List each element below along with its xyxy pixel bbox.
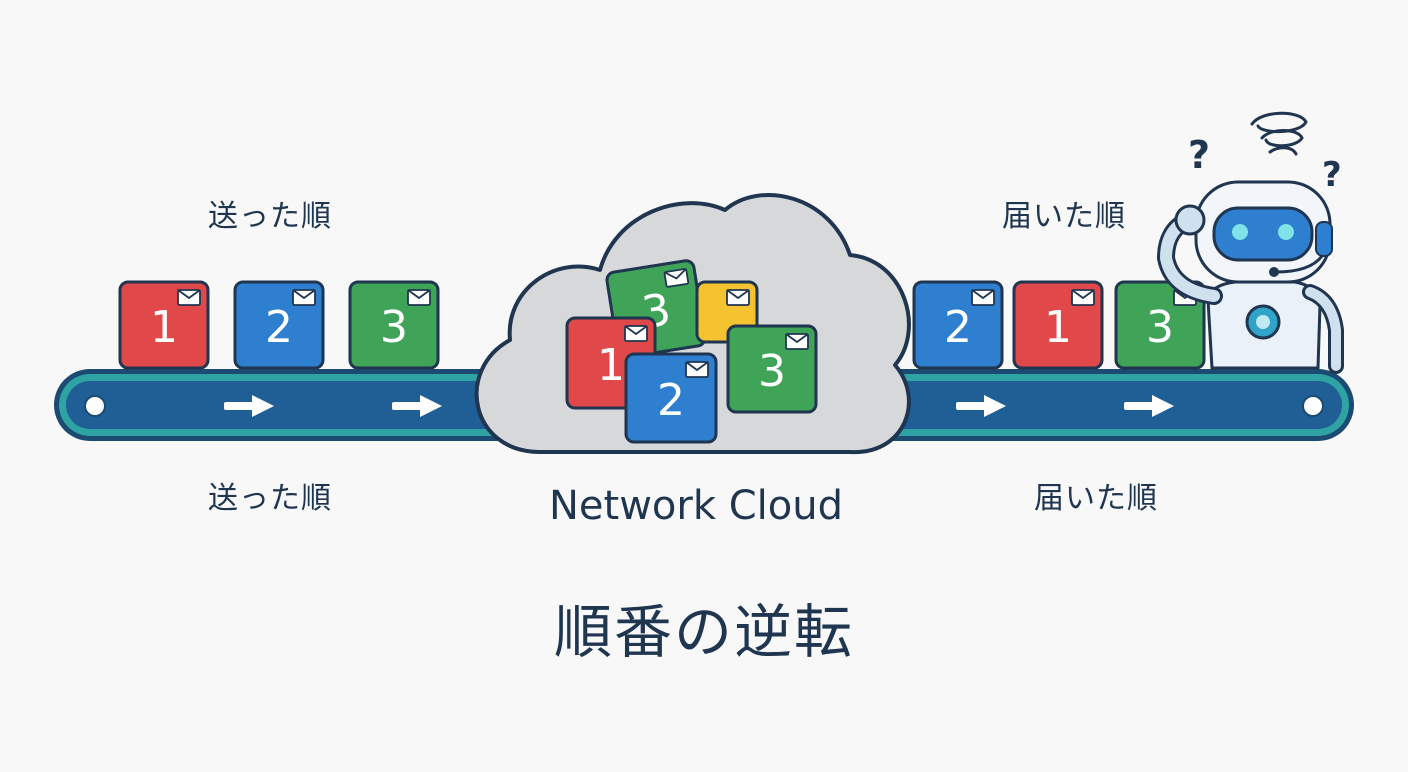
- sent-order-label-bottom: 送った順: [208, 481, 332, 516]
- packet-number: 1: [150, 302, 178, 353]
- belt-roller-right: [1302, 395, 1324, 417]
- envelope-icon: [407, 289, 431, 306]
- dizzy-swirl-icon: [1250, 111, 1308, 156]
- packet-number: 2: [265, 302, 293, 353]
- question-mark-left: ?: [1188, 133, 1210, 177]
- packet-box: 2: [624, 352, 718, 444]
- question-mark-right: ?: [1322, 155, 1342, 195]
- received-order-label-bottom: 届いた順: [1034, 481, 1158, 516]
- robot-eye-right: [1278, 224, 1294, 240]
- packet-box: 3: [348, 280, 440, 370]
- envelope-icon: [1071, 289, 1095, 306]
- main-title: 順番の逆転: [553, 598, 854, 666]
- envelope-icon: [177, 289, 201, 306]
- arrow-right-icon: [1124, 395, 1174, 417]
- arrow-right-icon: [224, 395, 274, 417]
- packet-number: 3: [380, 302, 408, 353]
- packet-number: 1: [1044, 302, 1072, 353]
- sent-packets: 1 2 3: [118, 280, 440, 370]
- packet-box: 1: [118, 280, 210, 370]
- packet-box: 3: [1114, 280, 1206, 370]
- envelope-icon: [785, 333, 809, 350]
- envelope-icon: [624, 325, 648, 342]
- packet-number: 3: [758, 346, 786, 397]
- network-cloud-caption: Network Cloud: [549, 483, 843, 529]
- robot-eye-left: [1232, 224, 1248, 240]
- envelope-icon: [726, 289, 750, 306]
- robot-hand: [1174, 204, 1206, 236]
- packet-box: 1: [1012, 280, 1104, 370]
- packet-number: 3: [1146, 302, 1174, 353]
- packet-box: 3: [726, 324, 818, 414]
- robot-visor: [1212, 206, 1314, 262]
- sent-order-label-top: 送った順: [208, 199, 332, 234]
- envelope-icon: [685, 361, 709, 378]
- arrow-right-icon: [956, 395, 1006, 417]
- arrow-right-icon: [392, 395, 442, 417]
- packet-box: 2: [233, 280, 325, 370]
- packet-box: 2: [912, 280, 1004, 370]
- belt-arrows: [224, 395, 1174, 417]
- received-order-label-top: 届いた順: [1002, 199, 1126, 234]
- confused-robot: ? ?: [1156, 111, 1344, 374]
- headset-icon: [1315, 221, 1333, 257]
- packet-number: 2: [657, 375, 685, 426]
- envelope-icon: [292, 289, 316, 306]
- envelope-icon: [971, 289, 995, 306]
- packet-number: 1: [597, 340, 625, 391]
- received-packets: 2 1 3: [912, 280, 1206, 370]
- belt-roller-left: [84, 395, 106, 417]
- packet-number: 2: [944, 302, 972, 353]
- envelope-icon: [663, 268, 690, 288]
